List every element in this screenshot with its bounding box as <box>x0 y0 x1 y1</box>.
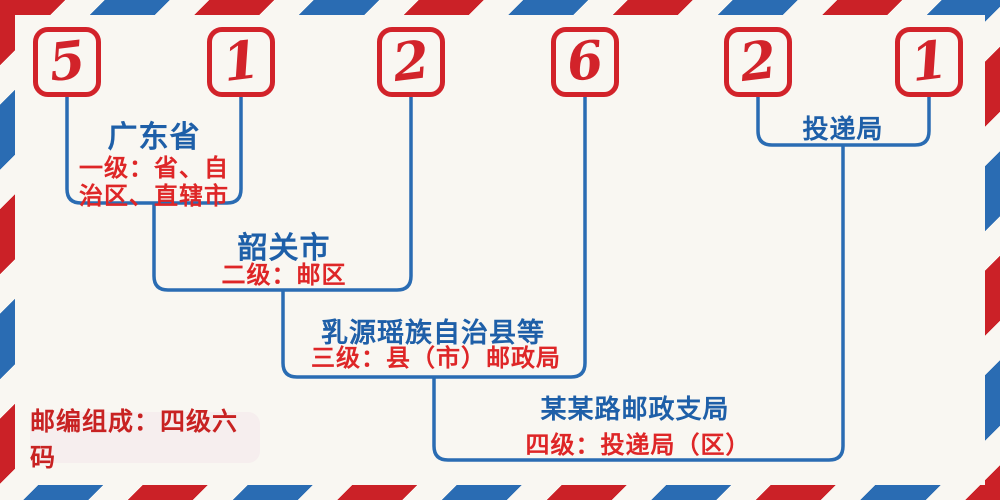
digit-glyph-1: 5 <box>45 29 89 94</box>
level-2-title: 韶关市 <box>237 232 331 265</box>
digit-glyph-4: 6 <box>563 29 607 94</box>
digit-box-3: 2 <box>377 27 445 97</box>
digit-glyph-3: 2 <box>389 29 433 94</box>
digit-box-1: 5 <box>33 27 101 97</box>
level-1-desc-line-1: 一级：省、自 <box>79 155 229 182</box>
level-3-title: 乳源瑶族自治县等 <box>321 318 545 348</box>
digit-glyph-5: 2 <box>736 29 780 94</box>
postcode-composition-badge: 邮编组成：四级六码 <box>30 408 260 472</box>
postcode-composition-text: 邮编组成：四级六码 <box>30 407 239 472</box>
delivery-office-label: 投递局 <box>802 114 884 144</box>
digit-box-6: 1 <box>895 27 963 97</box>
level-4-desc: 四级：投递局（区） <box>525 432 751 459</box>
level-3-desc: 三级：县（市）邮政局 <box>311 345 561 372</box>
level-1-title: 广东省 <box>107 121 201 154</box>
digit-box-4: 6 <box>551 27 619 97</box>
digit-box-5: 2 <box>724 27 792 97</box>
digit-glyph-2: 1 <box>219 29 263 94</box>
level-2-desc: 二级：邮区 <box>221 262 347 289</box>
level-4-title: 某某路邮政支局 <box>540 394 730 424</box>
level-1-desc-line-2: 治区、直辖市 <box>79 183 229 210</box>
digit-box-2: 1 <box>207 27 275 97</box>
digit-glyph-6: 1 <box>907 29 951 94</box>
